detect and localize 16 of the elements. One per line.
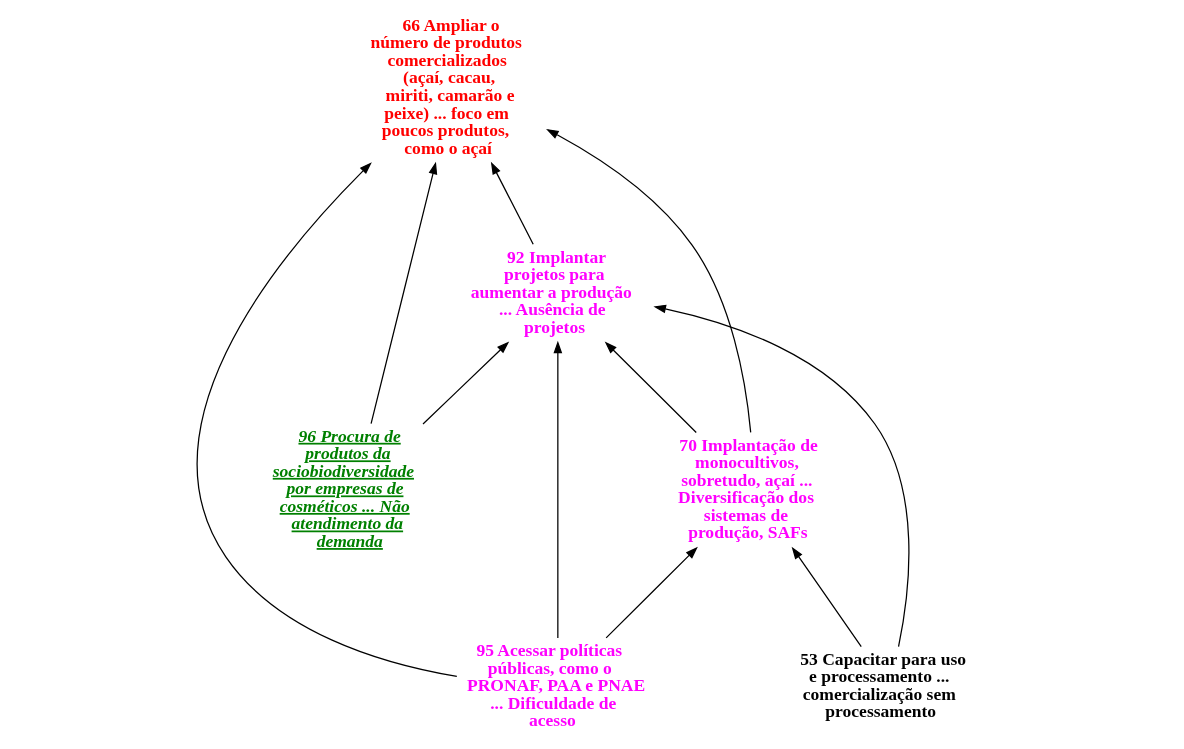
arrow: [196, 162, 458, 678]
arrow: [546, 128, 752, 433]
arrow: [604, 341, 697, 434]
node-text: 53 Capacitar para uso e processamento ... comercialização sem processamento: [800, 648, 967, 722]
arrow: [653, 304, 910, 648]
arrow: [553, 340, 563, 639]
arrow: [370, 161, 438, 425]
node-text: 95 Acessar políticas públicas, como o PRONAF, PAA e PNAE ... Dificuldade de acesso: [467, 640, 646, 731]
node-text: 92 Implantar projetos para aumentar a produção ... Ausência de projetos: [470, 246, 632, 337]
node-text: 66 Ampliar o número de produtos comercializados (açaí, cacau, miriti, camarão e peixe) ... foco em poucos produtos, como o açaí: [370, 14, 522, 158]
arrow: [605, 546, 698, 639]
arrow: [791, 546, 862, 648]
node-text: 96 Procura de produtos da sociobiodiversidade por empresas de cosméticos ... Não atendimento da demanda: [272, 425, 414, 552]
node-text: 70 Implantação de monocultivos, sobretudo, açaí ... Diversificação dos sistemas de produção, SAFs: [678, 434, 818, 543]
arrow: [490, 161, 534, 245]
arrow: [422, 341, 510, 425]
